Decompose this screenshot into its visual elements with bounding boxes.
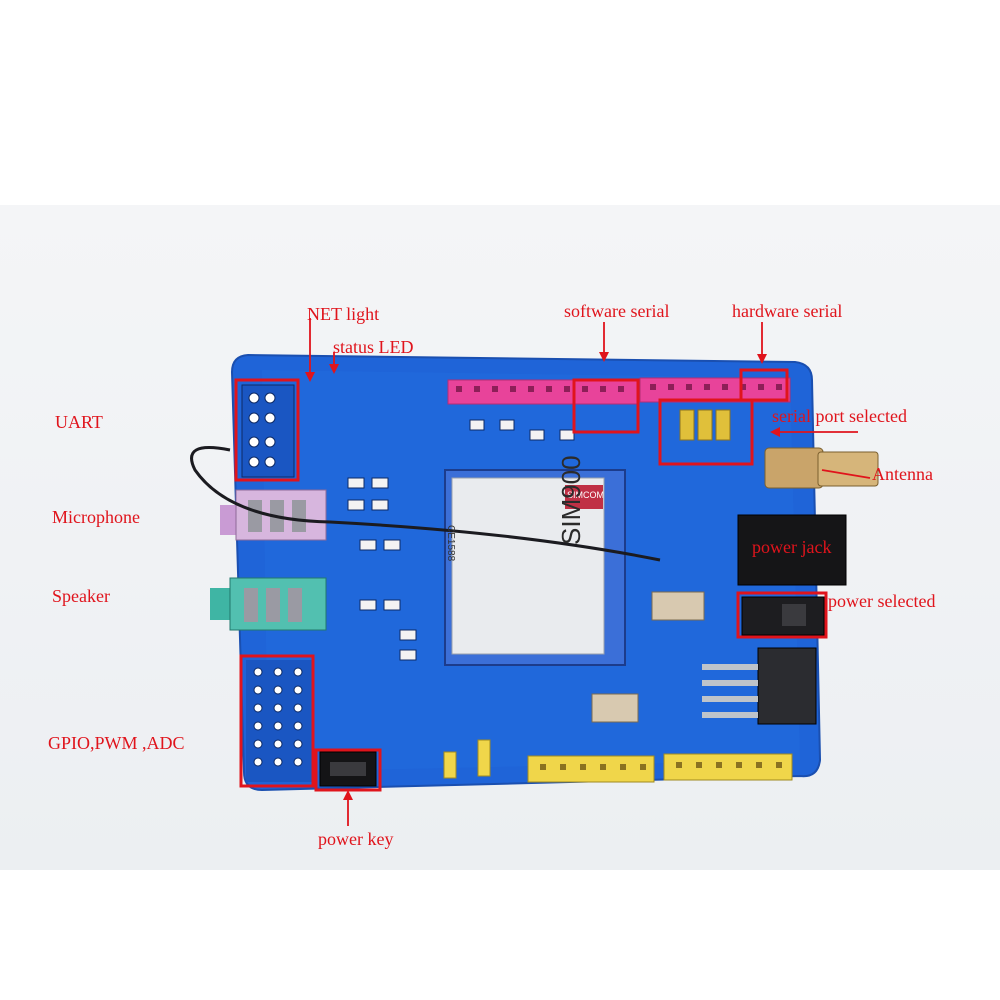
uart-box <box>234 378 300 482</box>
uart-header <box>241 384 295 478</box>
label-hardware-serial: hardware serial <box>732 301 843 321</box>
header-bottom-left <box>527 755 655 783</box>
label-uart: UART <box>55 412 103 432</box>
header-bottom-right <box>663 753 793 781</box>
label-serial-port-selected: serial port selected <box>772 406 907 426</box>
antenna-connector <box>764 447 879 489</box>
annotation-arrowheads <box>305 352 780 800</box>
label-status-led: status LED <box>333 337 414 357</box>
gpio-header <box>246 660 312 782</box>
chip-brand: SIMCOM <box>567 490 604 500</box>
capacitor-component <box>591 693 639 723</box>
label-net-light: NET light <box>307 304 380 324</box>
small-jumpers <box>443 739 491 779</box>
hardware-serial-box <box>739 368 789 402</box>
label-power-selected: power selected <box>828 591 936 611</box>
annotation-boxes <box>234 368 828 792</box>
header-top-right <box>639 377 791 403</box>
regulator-pins <box>702 664 758 718</box>
smd-components <box>347 419 575 661</box>
header-pins-top <box>456 384 782 392</box>
header-pins-bottom <box>540 762 782 770</box>
chip-ce-mark: CE1588 <box>445 525 456 562</box>
antenna-cable <box>190 446 661 562</box>
label-speaker: Speaker <box>52 586 110 606</box>
label-gpio-pwm-adc: GPIO,PWM ,ADC <box>48 733 185 753</box>
label-antenna: Antenna <box>872 464 933 484</box>
label-power-key: power key <box>318 829 394 849</box>
power-jack-body <box>737 514 847 586</box>
power-selected-box <box>736 591 828 639</box>
microphone-jack <box>220 489 327 541</box>
software-serial-box <box>572 378 640 434</box>
label-power-jack: power jack <box>752 537 832 557</box>
serial-jumpers <box>679 409 731 441</box>
chip-model: SIM900 <box>556 455 586 545</box>
voltage-regulator <box>757 647 817 725</box>
gpio-box <box>239 654 315 788</box>
speaker-jack <box>210 577 327 631</box>
crystal-component <box>651 591 705 621</box>
label-microphone: Microphone <box>52 507 140 527</box>
serial-port-selected-box <box>658 398 754 466</box>
sim900-logo-block <box>565 485 603 509</box>
label-software-serial: software serial <box>564 301 670 321</box>
